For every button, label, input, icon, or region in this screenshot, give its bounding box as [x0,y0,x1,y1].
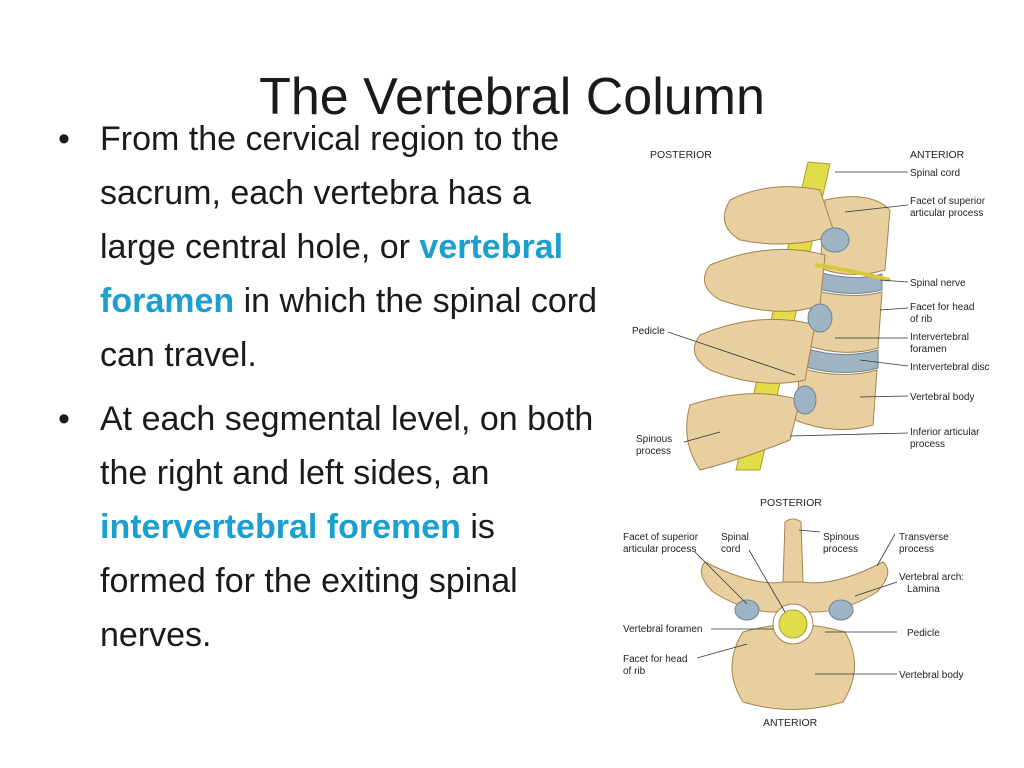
label-vertebral-foramen: Vertebral foramen [623,624,703,635]
label-vertebral-body: Vertebral body [899,670,964,681]
highlight-term: intervertebral foremen [100,508,461,546]
label-transverse-process-2: process [899,544,934,555]
label-spinous-process-1: Spinous [636,434,672,445]
label-inferior-articular-1: Inferior articular [910,427,980,438]
spinous-process-shape [782,518,804,583]
label-spinous-process-2: process [636,446,671,457]
label-facet-superior-2: articular process [623,544,696,555]
spinal-nerve-shape [814,263,891,282]
posterior-elements [686,186,850,471]
label-vertebral-arch-1: Vertebral arch: [899,572,964,583]
anterior-label: ANTERIOR [763,717,818,729]
label-spinal-cord-2: cord [721,544,740,555]
label-pedicle: Pedicle [907,628,940,639]
bullet-item: • From the cervical region to the sacrum… [58,112,603,382]
label-spinal-nerve: Spinal nerve [910,278,966,289]
bullet-list: • From the cervical region to the sacrum… [58,112,603,672]
bullet-text-post: in which the spinal cord can travel. [100,282,598,374]
label-spinous-process-1: Spinous [823,532,859,543]
bullet-dot: • [58,400,70,438]
label-vertebral-body: Vertebral body [910,392,975,403]
label-facet-superior-1: Facet of superior [623,532,699,543]
label-facet-superior-1: Facet of superior [910,196,986,207]
bullet-text-post: is formed for the exiting spinal nerves. [100,508,518,654]
bullet-item: • At each segmental level, on both the r… [58,392,603,662]
label-facet-head-rib-1: Facet for head [623,654,687,665]
label-spinal-cord-1: Spinal [721,532,749,543]
label-intervertebral-foramen-1: Intervertebral [910,332,969,343]
bullet-dot: • [58,120,70,158]
label-inferior-articular-2: process [910,439,945,450]
lamina-shape [700,561,889,613]
spinal-cord-section [778,609,808,639]
label-pedicle: Pedicle [632,326,665,337]
lateral-spine-svg: POSTERIOR ANTERIOR [632,149,989,471]
highlight-term: vertebral foramen [100,228,564,320]
bullet-text-pre: From the cervical region to the sacrum, … [100,120,560,266]
label-intervertebral-foramen-2: foramen [910,344,947,355]
label-vertebral-arch-2: Lamina [907,584,940,595]
label-facet-head-rib-1: Facet for head [910,302,974,313]
superior-vertebra-svg: POSTERIOR ANTERIOR Facet of superior art… [623,497,964,729]
label-facet-head-rib-2: of rib [910,314,933,325]
posterior-label: POSTERIOR [760,497,822,509]
slide-title: The Vertebral Column [259,68,765,126]
label-transverse-process-1: Transverse [899,532,949,543]
posterior-label: POSTERIOR [650,149,712,161]
lateral-spine-illustration: POSTERIOR ANTERIOR [620,140,1010,480]
anterior-label: ANTERIOR [910,149,965,161]
bullet-text-pre: At each segmental level, on both the rig… [100,400,594,492]
label-spinal-cord: Spinal cord [910,168,960,179]
label-facet-superior-2: articular process [910,208,983,219]
label-spinous-process-2: process [823,544,858,555]
label-intervertebral-disc: Intervertebral disc [910,362,989,373]
label-facet-head-rib-2: of rib [623,666,646,677]
superior-vertebra-illustration: POSTERIOR ANTERIOR Facet of superior art… [615,492,1015,732]
